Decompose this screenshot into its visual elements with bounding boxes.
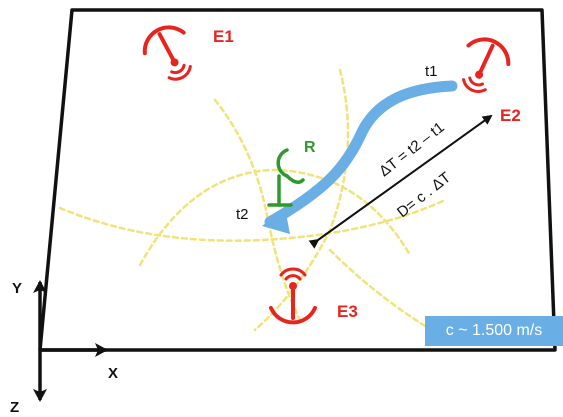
emitter-e2-icon bbox=[462, 37, 511, 93]
distance-arrow bbox=[308, 114, 493, 249]
emitter-e2-time: t1 bbox=[425, 63, 438, 80]
emitter-e3-icon bbox=[269, 267, 317, 325]
receiver-time: t2 bbox=[236, 206, 249, 223]
emitter-e1-label: E1 bbox=[213, 27, 234, 46]
emitter-e2-label: E2 bbox=[500, 106, 521, 125]
receiver-icon bbox=[267, 148, 305, 207]
emitter-e1-icon bbox=[142, 25, 192, 81]
emitter-e3-label: E3 bbox=[337, 302, 358, 321]
sound-speed-badge: c ~ 1.500 m/s bbox=[425, 316, 563, 346]
y-axis-label: Y bbox=[12, 280, 22, 297]
receiver-label: R bbox=[304, 139, 316, 156]
x-axis-label: X bbox=[108, 365, 118, 382]
plane-outline bbox=[38, 8, 557, 352]
z-axis-label: Z bbox=[10, 399, 19, 416]
axes bbox=[33, 280, 108, 402]
